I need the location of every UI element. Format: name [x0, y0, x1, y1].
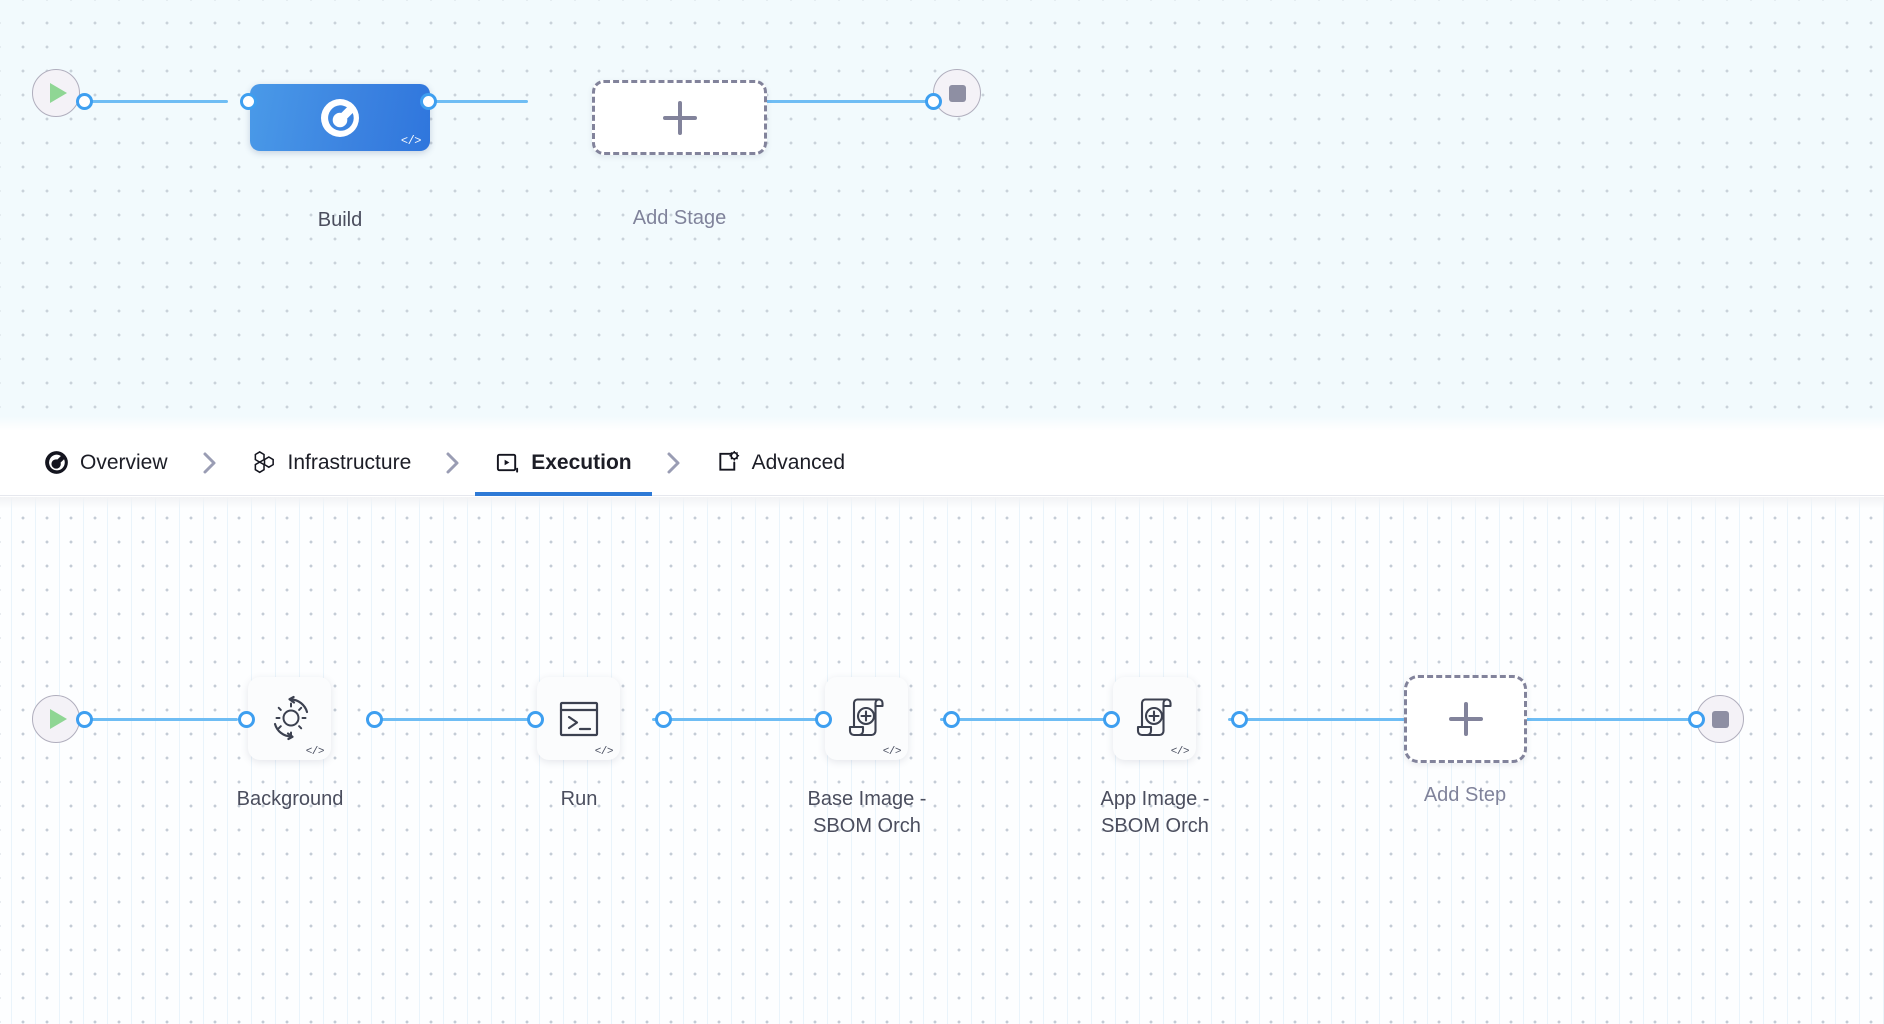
- stop-icon: [1711, 710, 1729, 728]
- tab-overview-label: Overview: [80, 450, 168, 474]
- connector-dot-baseimage-in[interactable]: [815, 711, 832, 728]
- connector-line-baseimage-appimage: [940, 718, 1120, 721]
- sbom-scroll-icon: [1136, 697, 1172, 736]
- step-node-run[interactable]: </>: [537, 677, 620, 760]
- tab-advanced[interactable]: Advanced: [696, 430, 865, 496]
- tab-overview[interactable]: Overview: [24, 430, 188, 496]
- stage-config-tabbar: Overview Infrastructure: [0, 430, 1884, 497]
- hexagon-cluster-icon: [254, 451, 274, 474]
- connector-line-appimage-addstep: [1228, 718, 1408, 721]
- add-stage-label: Add Stage: [632, 207, 727, 229]
- connector-line-run-baseimage: [652, 718, 832, 721]
- connector-dot-background-out[interactable]: [366, 711, 383, 728]
- plus-icon: [1448, 702, 1483, 736]
- chevron-right-icon: [188, 430, 232, 496]
- pipeline-start-node[interactable]: [32, 69, 80, 117]
- connector-dot-build-in[interactable]: [240, 93, 257, 110]
- connector-line-start-build: [78, 100, 228, 103]
- tab-infrastructure[interactable]: Infrastructure: [232, 430, 432, 496]
- connector-dot-exec-start-out[interactable]: [76, 711, 93, 728]
- connector-dot-build-out[interactable]: [420, 93, 437, 110]
- connector-dot-exec-end-in[interactable]: [1688, 711, 1705, 728]
- connector-dot-end-in[interactable]: [925, 93, 942, 110]
- tab-execution[interactable]: Execution: [475, 430, 652, 496]
- tab-execution-label: Execution: [531, 450, 632, 474]
- terminal-icon: [559, 701, 598, 736]
- plus-icon: [662, 100, 697, 135]
- play-box-icon: [497, 453, 519, 473]
- step-label-app-image-sbom-orch: App Image - SBOM Orch: [1100, 788, 1210, 837]
- tab-infrastructure-label: Infrastructure: [287, 450, 412, 474]
- chevron-right-icon: [652, 430, 696, 496]
- connector-line-start-background: [78, 718, 238, 721]
- connector-line-build-addstage: [418, 100, 528, 103]
- play-icon: [50, 709, 67, 729]
- harness-logo-icon: [321, 98, 359, 137]
- pipeline-end-node[interactable]: [933, 69, 981, 117]
- stages-canvas[interactable]: </> Build Add Stage: [0, 0, 1884, 430]
- step-node-base-image-sbom-orch[interactable]: </>: [825, 677, 908, 760]
- gear-card-icon: [718, 450, 739, 471]
- step-label-run: Run: [560, 788, 598, 810]
- step-code-badge[interactable]: </>: [594, 746, 614, 758]
- stage-node-build[interactable]: </>: [250, 84, 430, 151]
- add-stage-button[interactable]: [592, 80, 767, 155]
- step-label-base-image-sbom-orch: Base Image - SBOM Orch: [807, 788, 927, 837]
- connector-dot-run-in[interactable]: [527, 711, 544, 728]
- execution-start-node[interactable]: [32, 695, 80, 743]
- step-node-app-image-sbom-orch[interactable]: </>: [1113, 677, 1196, 760]
- chevron-right-icon: [431, 430, 475, 496]
- connector-dot-run-out[interactable]: [655, 711, 672, 728]
- execution-steps-canvas[interactable]: </> Background </> Run: [0, 497, 1884, 1024]
- play-icon: [50, 83, 67, 103]
- add-step-button[interactable]: [1404, 675, 1527, 763]
- step-node-background[interactable]: </>: [248, 677, 331, 760]
- stage-label-build: Build: [317, 209, 363, 231]
- connector-dot-start-out[interactable]: [76, 93, 93, 110]
- connector-dot-background-in[interactable]: [238, 711, 255, 728]
- gear-refresh-icon: [273, 695, 308, 740]
- step-code-badge[interactable]: </>: [882, 746, 902, 758]
- connector-dot-appimage-out[interactable]: [1231, 711, 1248, 728]
- connector-dot-appimage-in[interactable]: [1103, 711, 1120, 728]
- tab-advanced-label: Advanced: [751, 450, 846, 474]
- harness-logo-icon: [45, 451, 68, 474]
- connector-line-addstage-end: [756, 100, 956, 103]
- step-code-badge[interactable]: </>: [1170, 746, 1190, 758]
- sbom-scroll-icon: [848, 697, 884, 736]
- stop-icon: [948, 84, 966, 102]
- stage-code-badge[interactable]: </>: [400, 134, 422, 148]
- connector-line-addstep-end: [1524, 718, 1704, 721]
- add-step-label: Add Step: [1423, 784, 1507, 806]
- step-code-badge[interactable]: </>: [305, 746, 325, 758]
- step-label-background: Background: [236, 788, 344, 810]
- connector-line-background-run: [370, 718, 540, 721]
- connector-dot-baseimage-out[interactable]: [943, 711, 960, 728]
